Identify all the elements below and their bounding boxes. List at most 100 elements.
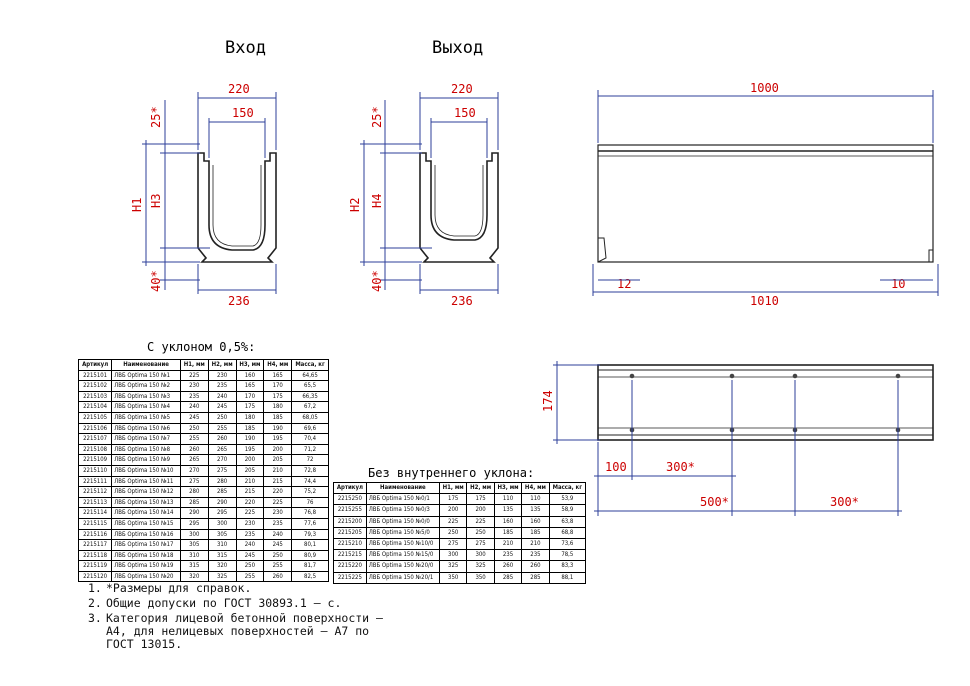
table-cell: 185	[235, 422, 265, 435]
table-cell: 75,2	[291, 486, 329, 498]
table-cell: 270	[207, 454, 237, 466]
table-cell: 230	[263, 507, 293, 519]
table-cell: 72	[291, 454, 329, 466]
table-cell: ЛВБ Optima 150 №13	[111, 496, 181, 509]
table-cell: 190	[235, 433, 265, 445]
table-header-cell: H3, мм	[493, 481, 523, 495]
note-item: 3.Категория лицевой бетонной поверхности…	[88, 611, 383, 651]
table-cell: 240	[235, 539, 265, 551]
table-cell: 81,7	[291, 560, 329, 572]
table-cell: ЛВБ Optima 150 №19	[111, 560, 181, 572]
table-cell: 77,6	[291, 517, 329, 530]
table-cell: 350	[466, 571, 495, 584]
table-cell: 235	[493, 549, 523, 562]
table-cell: 2215255	[333, 504, 367, 517]
notes-list: 1.*Размеры для справок. 2.Общие допуски …	[88, 582, 388, 653]
table-cell: 250	[207, 411, 237, 424]
table-cell: 250	[466, 526, 495, 540]
table-cell: 230	[235, 517, 265, 530]
table-header-cell: Артикул	[77, 359, 113, 371]
table-cell: 135	[521, 504, 550, 517]
table-cell: 2215105	[77, 411, 113, 424]
table-cell: 235	[521, 549, 550, 562]
plan-spacing-b: 500*	[700, 495, 729, 509]
table-cell: 300	[438, 549, 468, 562]
table-cell: 295	[207, 507, 237, 519]
table-cell: 185	[521, 526, 550, 540]
table-cell: 110	[493, 493, 523, 506]
table-cell: 245	[207, 401, 237, 413]
table-cell: 210	[263, 464, 293, 477]
table-cell: 180	[235, 411, 265, 424]
table-cell: 210	[493, 538, 523, 551]
table-cell: 2215250	[333, 493, 367, 506]
table-cell: 170	[263, 380, 293, 392]
table-cell: 255	[207, 422, 237, 435]
plan-spacing-c: 300*	[830, 495, 859, 509]
table-cell: 285	[493, 571, 523, 584]
table-cell: 250	[235, 560, 265, 572]
table-cell: 175	[263, 390, 293, 403]
side-left-offset: 12	[617, 277, 631, 291]
table-cell: ЛВБ Optima 150 №18	[111, 549, 181, 562]
table-cell: 315	[207, 549, 237, 562]
table-cell: 215	[235, 486, 265, 498]
table-cell: ЛВБ Optima 150 №12	[111, 486, 181, 498]
table-header-cell: Наименование	[111, 359, 181, 371]
table-cell: 265	[179, 454, 209, 466]
table-cell: ЛВБ Optima 150 №3	[111, 390, 181, 403]
table-cell: 2215215	[333, 549, 367, 562]
outlet-cross-section: 220 150 236 25* H2 H4 40*	[348, 82, 499, 308]
table-cell: 76,8	[291, 507, 329, 519]
table-cell: ЛВБ Optima 150 №20/0	[365, 560, 440, 573]
outlet-h-inner: H4	[370, 194, 384, 208]
table-cell: ЛВБ Optima 150 №15	[111, 517, 181, 530]
table-cell: 195	[263, 433, 293, 445]
side-total-length: 1010	[750, 294, 779, 308]
table-cell: 2215220	[333, 560, 367, 573]
table-cell: 175	[235, 401, 265, 413]
table-cell: ЛВБ Optima 150 №17	[111, 539, 181, 551]
table-cell: 200	[466, 504, 495, 517]
table-cell: 250	[438, 526, 468, 540]
table-cell: 64,65	[291, 369, 329, 382]
table-cell: 2215116	[77, 528, 113, 541]
table-cell: 2215112	[77, 486, 113, 498]
flat-table-caption: Без внутреннего уклона:	[368, 466, 535, 480]
table-cell: ЛВБ Optima 150 №14	[111, 507, 181, 519]
table-cell: 160	[521, 515, 550, 528]
plan-first-offset: 100	[605, 460, 627, 474]
table-cell: 2215106	[77, 422, 113, 435]
table-cell: ЛВБ Optima 150 №5	[111, 411, 181, 424]
table-cell: 285	[179, 496, 209, 509]
table-cell: 2215225	[333, 571, 367, 584]
slope-table-caption: С уклоном 0,5%:	[147, 340, 256, 354]
table-cell: 190	[263, 422, 293, 435]
table-cell: 80,9	[291, 549, 329, 562]
table-cell: 275	[466, 538, 495, 551]
table-cell: 350	[438, 571, 468, 584]
table-header-cell: Масса, кг	[548, 481, 587, 495]
table-header-cell: Масса, кг	[291, 359, 329, 371]
table-cell: 285	[207, 486, 237, 498]
table-cell: 260	[263, 570, 293, 583]
table-cell: ЛВБ Optima 150 №4	[111, 401, 181, 413]
table-header-cell: H4, мм	[521, 481, 550, 495]
table-cell: 285	[521, 571, 550, 584]
table-cell: 260	[179, 443, 209, 456]
